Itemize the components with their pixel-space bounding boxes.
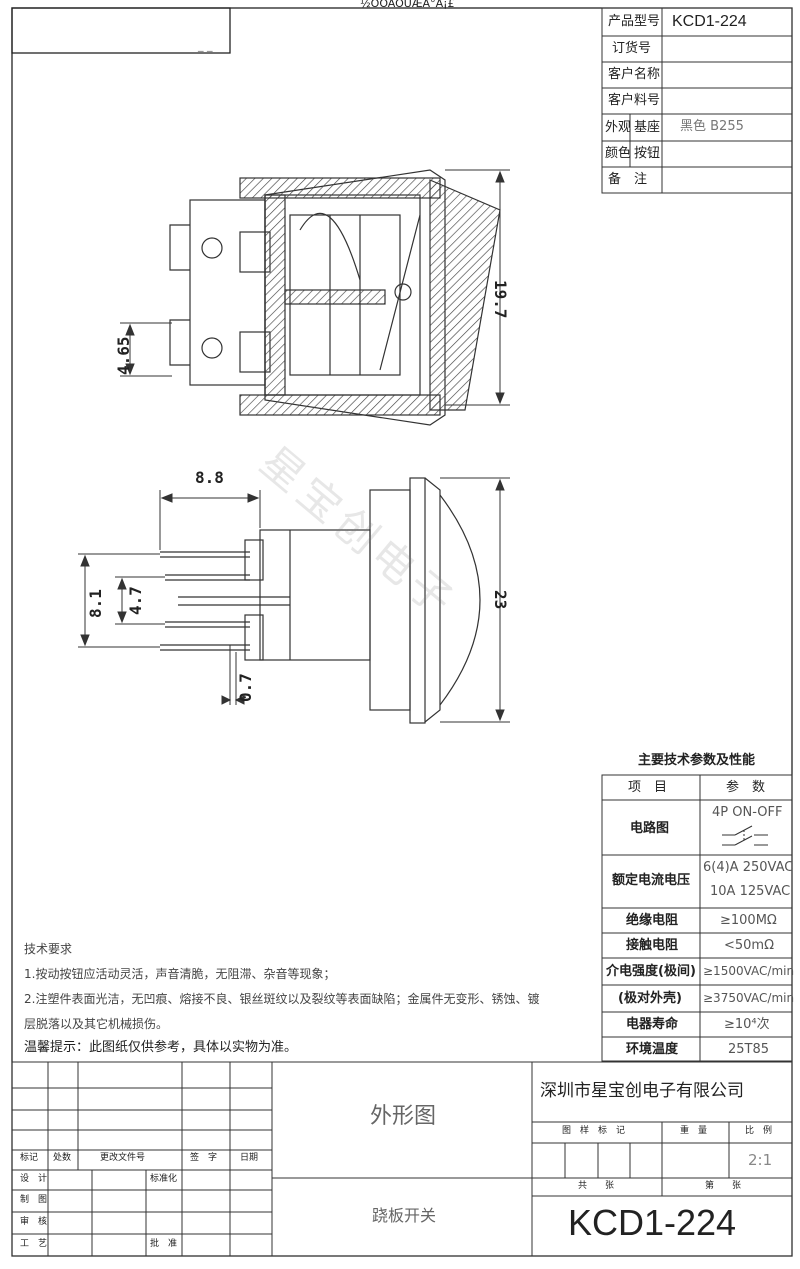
spec-item-dielectric-pole: 介电强度(极间) [606, 964, 696, 979]
requirements-line-3: 层脱落以及其它机械损伤。 [24, 1017, 169, 1031]
header-code: ½ÖOAOUÆA°Á¡£ [360, 0, 455, 10]
info-label-button: 按钮 [634, 146, 661, 161]
dim-8-1 [78, 553, 160, 648]
rev-doc-label: 更改文件号 [100, 1153, 146, 1163]
dim-label-8-8: 8.8 [195, 468, 224, 487]
spec-item-contact: 接触电阻 [626, 938, 679, 953]
check-label: 审 核 [20, 1217, 48, 1227]
corner-mark: _ _ [198, 39, 213, 52]
approve-label: 批 准 [150, 1239, 178, 1249]
product-name: 跷板开关 [372, 1206, 437, 1225]
rev-mark-label: 标记 [20, 1153, 39, 1163]
dim-23 [440, 477, 510, 723]
spec-param-dielectric-case: ≥3750VAC/min [703, 991, 795, 1005]
spec-param-rating-2: 10A 125VAC [710, 884, 791, 899]
spec-param-insulation: ≥100MΩ [720, 913, 777, 928]
dim-19-7 [445, 169, 510, 406]
standard-label: 标准化 [150, 1174, 178, 1184]
top-view [160, 477, 481, 724]
dim-label-8-1: 8.1 [86, 589, 105, 618]
dim-label-19-7: 19.7 [491, 280, 510, 319]
dim-4-65 [120, 322, 172, 377]
label-scale: 比 例 [745, 1126, 773, 1136]
side-view [169, 169, 501, 426]
info-label-order-number: 订货号 [612, 41, 652, 56]
scale-value: 2:1 [748, 1151, 773, 1169]
label-weight: 重 量 [680, 1126, 708, 1136]
requirements-notice: 温馨提示：此图纸仅供参考，具体以实物为准。 [24, 1040, 298, 1055]
spec-item-rating: 额定电流电压 [612, 873, 691, 888]
spec-header-param: 参 数 [726, 780, 766, 795]
spec-table-lines [601, 774, 793, 1062]
requirements-title: 技术要求 [24, 942, 73, 956]
model-number: KCD1-224 [568, 1202, 737, 1243]
info-table-lines [601, 7, 793, 194]
spec-item-circuit: 电路图 [630, 821, 670, 836]
dim-label-23: 23 [491, 590, 510, 610]
dim-8-8 [159, 490, 261, 550]
info-label-remark: 备 注 [608, 172, 648, 187]
company-name: 深圳市星宝创电子有限公司 [540, 1081, 744, 1101]
spec-param-circuit: 4P ON-OFF [712, 805, 783, 820]
process-label: 工 艺 [20, 1239, 48, 1249]
label-sheet-number: 第 张 [705, 1181, 742, 1191]
corner-box [11, 7, 231, 54]
spec-param-contact: <50mΩ [724, 938, 775, 953]
dim-label-4-65: 4.65 [114, 336, 133, 375]
spec-header-item: 项 目 [628, 780, 668, 795]
spec-item-temperature: 环境温度 [626, 1042, 679, 1057]
info-label-color: 颜色 [605, 146, 632, 161]
info-label-customer-name: 客户名称 [608, 67, 661, 82]
switch-symbol-icon [722, 825, 768, 846]
draw-label: 制 图 [20, 1195, 48, 1205]
title-block-lines [11, 1061, 793, 1257]
spec-param-dielectric-pole: ≥1500VAC/min [703, 964, 795, 978]
dim-0-7 [221, 645, 245, 705]
dim-4-7 [115, 576, 165, 625]
info-label-product-model: 产品型号 [608, 14, 661, 29]
requirements-line-1: 1.按动按钮应活动灵活，声音清脆，无阻滞、杂音等现象； [24, 967, 336, 981]
info-label-customer-part: 客户料号 [608, 93, 661, 108]
rev-count-label: 处数 [53, 1153, 72, 1163]
rev-date-label: 日期 [240, 1153, 259, 1163]
info-value-base: 黑色 B255 [680, 119, 744, 134]
label-total-sheets: 共 张 [578, 1181, 615, 1191]
requirements-line-2: 2.注塑件表面光洁，无凹痕、熔接不良、银丝斑纹以及裂纹等表面缺陷；金属件无变形、… [24, 992, 540, 1006]
dim-label-0-7: 0.7 [236, 673, 255, 702]
spec-item-life: 电器寿命 [626, 1017, 679, 1032]
drawing-title: 外形图 [370, 1104, 437, 1129]
info-label-appearance: 外观 [605, 120, 632, 135]
spec-param-temperature: 25T85 [728, 1042, 770, 1057]
spec-item-dielectric-case: (极对外壳) [618, 991, 682, 1006]
label-drawing-mark: 图 样 标 记 [562, 1126, 626, 1136]
dim-label-4-7: 4.7 [126, 586, 145, 615]
info-label-base: 基座 [634, 120, 661, 135]
spec-param-rating-1: 6(4)A 250VAC [703, 860, 794, 875]
spec-param-life: ≥10⁴次 [724, 1017, 770, 1032]
design-label: 设 计 [20, 1174, 48, 1184]
spec-table-title: 主要技术参数及性能 [638, 753, 756, 768]
spec-item-insulation: 绝缘电阻 [626, 913, 679, 928]
rev-sign-label: 签 字 [190, 1153, 218, 1163]
info-value-product-model: KCD1-224 [672, 13, 747, 30]
